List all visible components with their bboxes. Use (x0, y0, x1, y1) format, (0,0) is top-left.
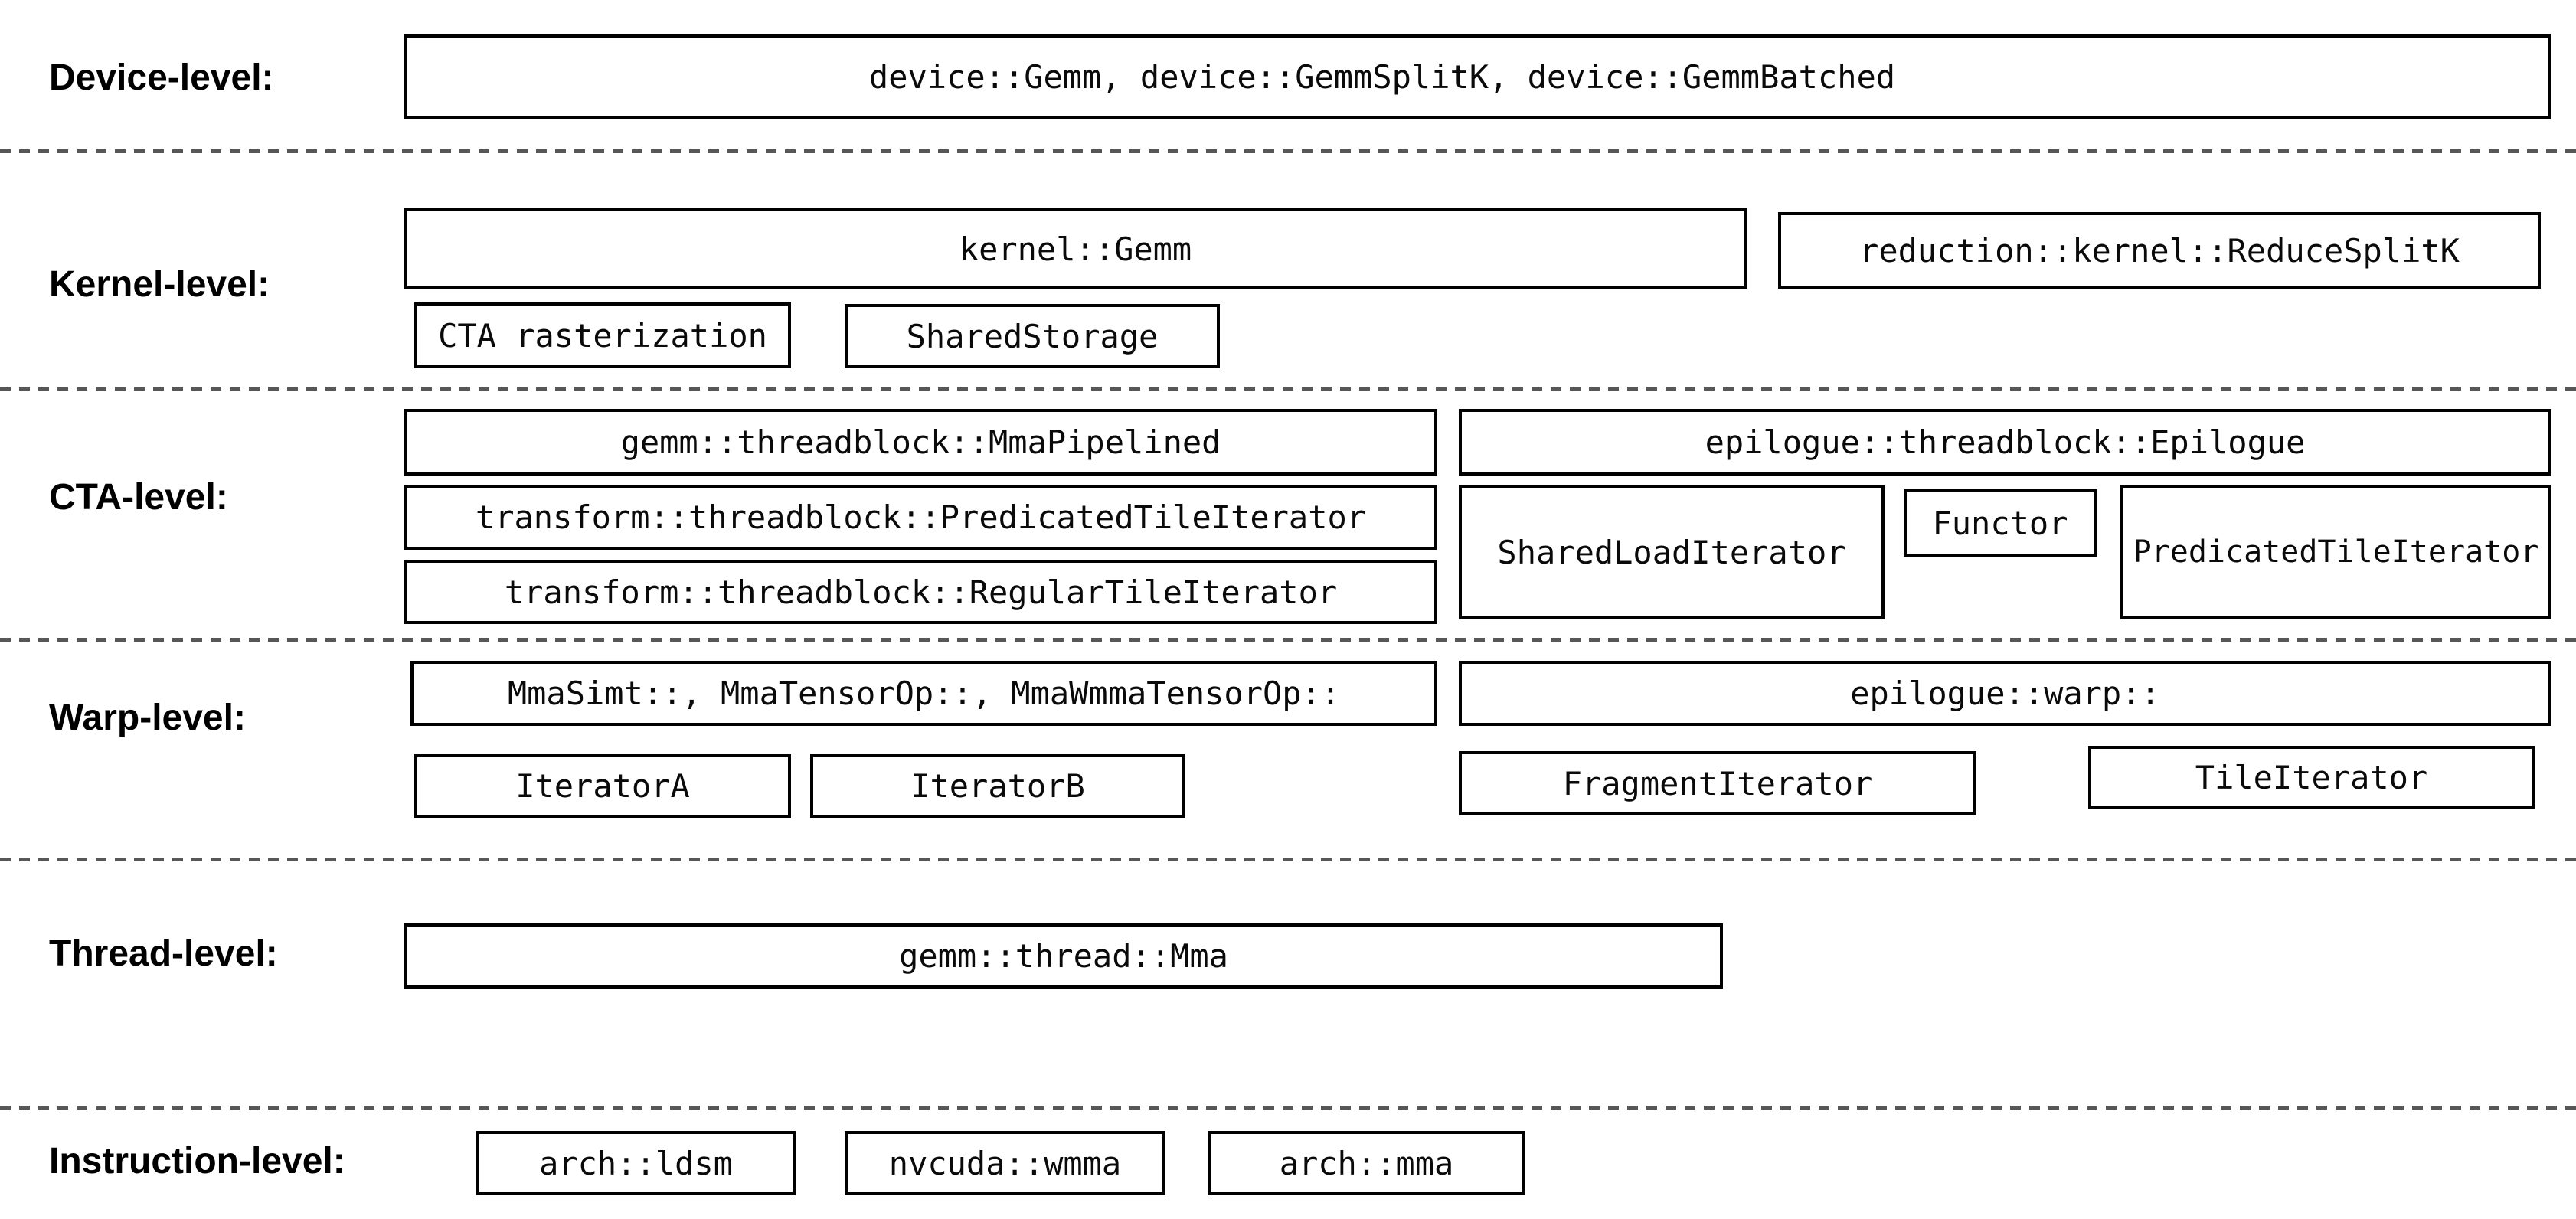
box-reduce-splitk: reduction::kernel::ReduceSplitK (1778, 212, 2541, 289)
level-label-warp: Warp-level: (49, 698, 246, 738)
box-epilogue-predicated-tile-iterator: PredicatedTileIterator (2120, 485, 2551, 619)
level-label-cta: CTA-level: (49, 477, 228, 518)
box-threadblock-epilogue: epilogue::threadblock::Epilogue (1459, 409, 2551, 476)
box-threadblock-predicated-tile-iterator: transform::threadblock::PredicatedTileIt… (404, 485, 1437, 550)
box-arch-mma: arch::mma (1208, 1131, 1525, 1195)
box-threadblock-regular-tile-iterator: transform::threadblock::RegularTileItera… (404, 560, 1437, 624)
level-label-device: Device-level: (49, 57, 274, 98)
box-kernel-gemm: kernel::Gemm (404, 208, 1747, 289)
dashed-separator-device-kernel (0, 149, 2576, 153)
box-nvcuda-wmma: nvcuda::wmma (845, 1131, 1165, 1195)
level-label-thread: Thread-level: (49, 933, 278, 974)
box-cta-rasterization: CTA rasterization (414, 302, 791, 368)
box-iterator-a: IteratorA (414, 754, 791, 818)
box-threadblock-mma-pipelined: gemm::threadblock::MmaPipelined (404, 409, 1437, 476)
box-iterator-b: IteratorB (810, 754, 1185, 818)
dashed-separator-cta-warp (0, 638, 2576, 642)
box-functor: Functor (1904, 489, 2097, 557)
box-arch-ldsm: arch::ldsm (476, 1131, 796, 1195)
box-device-gemm-apis: device::Gemm, device::GemmSplitK, device… (404, 34, 2551, 119)
dashed-separator-warp-thread (0, 858, 2576, 861)
dashed-separator-thread-instruction (0, 1106, 2576, 1110)
dashed-separator-kernel-cta (0, 387, 2576, 391)
box-shared-load-iterator: SharedLoadIterator (1459, 485, 1885, 619)
box-warp-mma-ops: MmaSimt::, MmaTensorOp::, MmaWmmaTensorO… (410, 661, 1437, 726)
box-tile-iterator: TileIterator (2088, 746, 2535, 809)
box-thread-mma: gemm::thread::Mma (404, 923, 1723, 989)
box-shared-storage: SharedStorage (845, 304, 1220, 368)
level-label-kernel: Kernel-level: (49, 264, 270, 305)
box-fragment-iterator: FragmentIterator (1459, 751, 1976, 815)
level-label-instruction: Instruction-level: (49, 1141, 345, 1181)
box-epilogue-warp: epilogue::warp:: (1459, 661, 2551, 726)
